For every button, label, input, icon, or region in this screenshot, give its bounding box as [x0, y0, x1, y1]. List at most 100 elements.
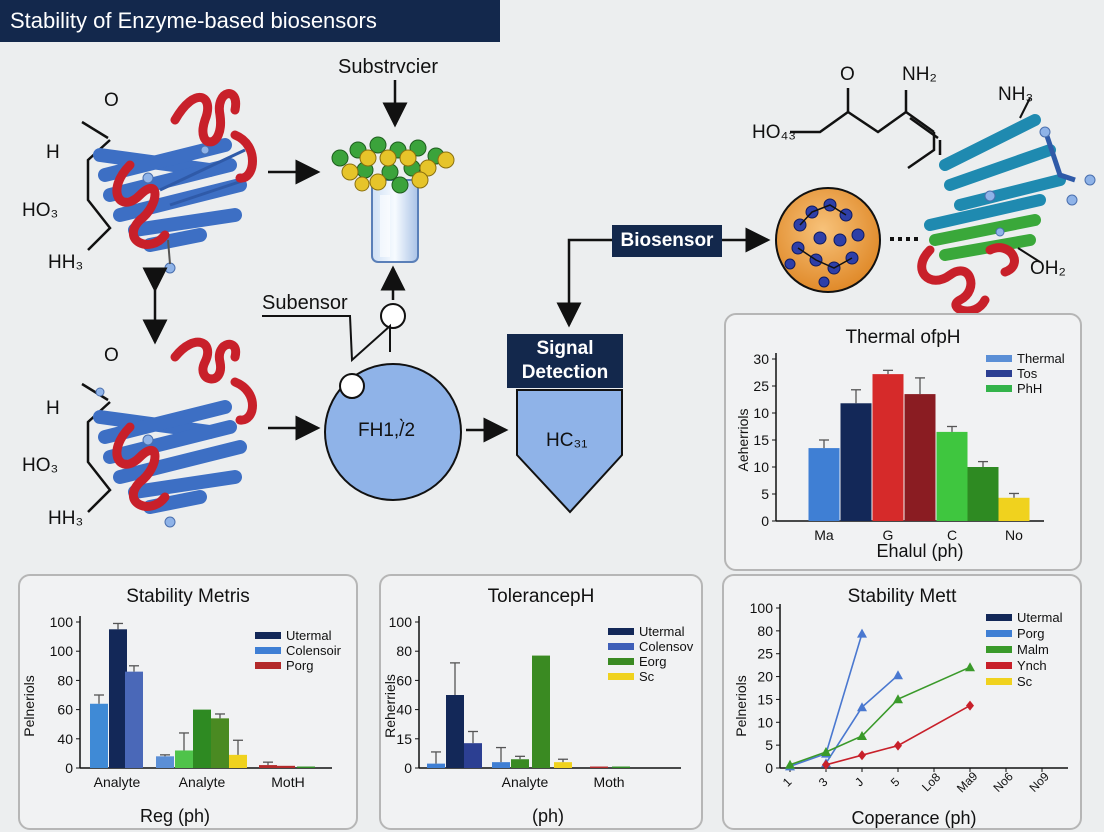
legend-label: Thermal: [1017, 351, 1065, 366]
detector-label: HC₃₁: [546, 430, 588, 451]
chem-o-label: O: [840, 64, 855, 85]
legend-label: Colensov: [639, 639, 694, 654]
bar: [229, 754, 247, 768]
bar: [840, 403, 872, 521]
bar: [90, 703, 108, 768]
signal-detection-line-2: Detection: [521, 362, 609, 383]
enzyme-structure-top: [81, 89, 257, 274]
x-tick-label: No9: [1026, 769, 1052, 795]
y-tick-label: 60: [57, 702, 73, 718]
metrics-chart-title: Stability Metris: [126, 586, 250, 607]
x-tick-label: 5: [888, 775, 903, 790]
x-tick-label: Ma: [814, 527, 834, 543]
substrate-label: Substrvcier: [338, 56, 439, 78]
bar: [936, 431, 968, 521]
bar: [612, 766, 630, 768]
subsensor-label: Subensor: [262, 292, 348, 314]
mol1-hh-label: HH₃: [48, 252, 84, 273]
legend-swatch: [608, 643, 634, 650]
y-tick-label: 80: [396, 643, 412, 659]
detector-shape: [516, 389, 623, 514]
x-tick-label: J: [852, 775, 866, 789]
legend-swatch: [986, 614, 1012, 621]
x-tick-label: Ma9: [954, 769, 981, 796]
enzyme-structure-bottom: [81, 337, 257, 528]
chem-nh3-label: NH₃: [998, 84, 1034, 105]
nanoparticle-sphere: [775, 187, 881, 293]
x-tick-label: MotH: [271, 774, 304, 790]
bar: [554, 762, 572, 768]
chem-oh2-label: OH₂: [1030, 258, 1066, 279]
x-axis-label: Ehalul (ph): [876, 541, 963, 561]
y-tick-label: 15: [757, 691, 773, 707]
data-point: [966, 700, 974, 711]
y-axis-label: Pelneriols: [21, 675, 37, 736]
legend-swatch: [255, 647, 281, 654]
chem-ho-label: HO₄₃: [752, 122, 796, 143]
y-tick-label: 5: [765, 737, 773, 753]
x-tick-label: Analyte: [179, 774, 226, 790]
legend-swatch: [608, 658, 634, 665]
y-axis-label: Reherriels: [382, 674, 398, 738]
legend-swatch: [986, 355, 1012, 362]
bar: [998, 497, 1030, 521]
thermal-chart-title: Thermal ofpH: [845, 327, 961, 348]
legend-swatch: [608, 673, 634, 680]
data-point: [857, 628, 867, 638]
legend-label: Eorg: [639, 654, 666, 669]
bar: [297, 766, 315, 768]
legend-swatch: [608, 628, 634, 635]
legend-label: Porg: [1017, 626, 1044, 641]
data-point: [893, 694, 903, 704]
bar: [259, 765, 277, 768]
x-axis-label: Coperance (ph): [851, 808, 976, 828]
biosensor-box: Biosensor: [612, 225, 722, 257]
y-tick-label: 100: [389, 614, 413, 630]
bar: [125, 671, 143, 768]
x-tick-label: Moth: [593, 774, 624, 790]
bar: [967, 467, 999, 521]
mol2-ho-label: HO₃: [22, 455, 59, 476]
series-line: [789, 633, 863, 768]
y-tick-label: 30: [753, 351, 769, 367]
data-point: [785, 759, 795, 769]
legend-swatch: [986, 646, 1012, 653]
mol1-o-label: O: [104, 90, 119, 111]
bar: [277, 765, 295, 768]
data-point: [857, 731, 867, 740]
legend-swatch: [986, 662, 1012, 669]
x-axis-label: (ph): [532, 806, 564, 826]
bar: [511, 759, 529, 768]
data-point: [821, 747, 831, 756]
data-point: [857, 702, 867, 712]
mol1-h-label: H: [46, 142, 60, 163]
tolerance-chart-title: TolerancepH: [487, 586, 595, 607]
legend-label: Porg: [286, 658, 313, 673]
x-tick-label: No: [1005, 527, 1023, 543]
legend-label: Tos: [1017, 366, 1038, 381]
legend-swatch: [986, 385, 1012, 392]
y-tick-label: 15: [753, 432, 769, 448]
stability-chart-title: Stability Mett: [847, 586, 957, 607]
y-tick-label: 25: [757, 646, 773, 662]
x-tick-label: G: [883, 527, 894, 543]
legend-label: Sc: [1017, 674, 1033, 689]
y-tick-label: 40: [396, 702, 412, 718]
chem-structure-right: [790, 88, 942, 170]
y-tick-label: 100: [750, 600, 774, 616]
bar: [532, 655, 550, 768]
signal-detection-box: Signal Detection: [507, 334, 623, 388]
dots-connector: [890, 237, 918, 241]
x-tick-label: Lo8: [919, 770, 943, 794]
bar: [872, 374, 904, 521]
mol2-hh-label: HH₃: [48, 508, 84, 529]
y-tick-label: 80: [57, 672, 73, 688]
enzyme-structure-right: [917, 97, 1096, 316]
mol1-ho-label: HO₃: [22, 200, 59, 221]
bar: [808, 448, 840, 521]
